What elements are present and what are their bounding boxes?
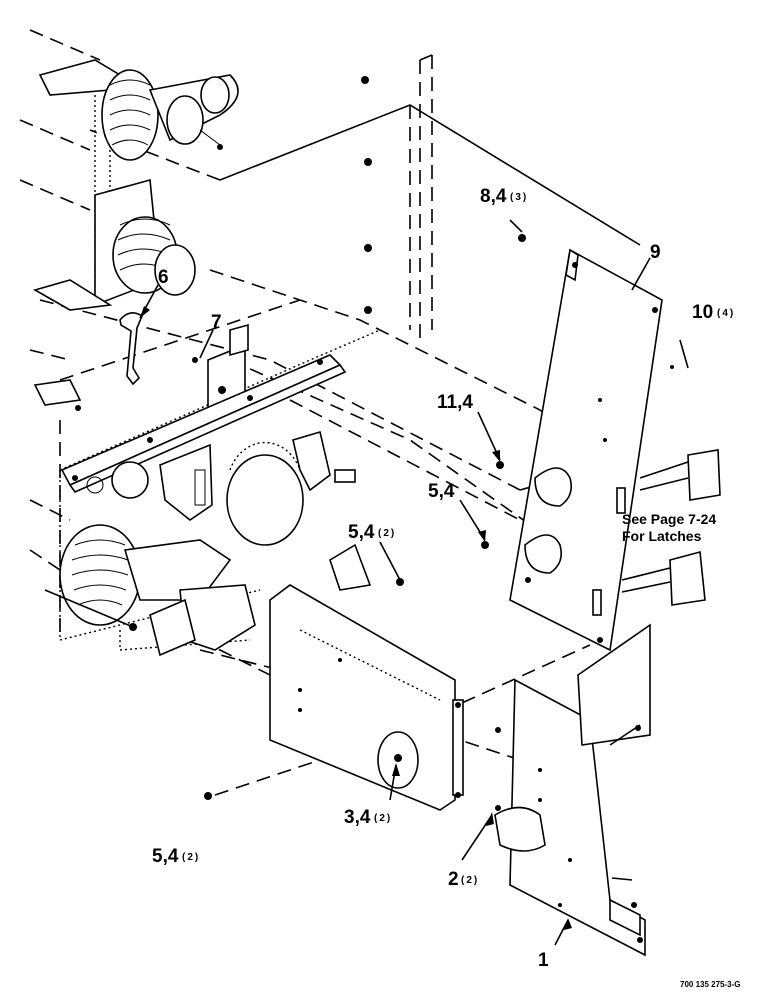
- callout-9: 9: [650, 242, 661, 263]
- frame-outline: [19, 29, 641, 796]
- callout-8-4: 8,4: [480, 186, 507, 207]
- part-9-panel: [396, 234, 689, 652]
- part-1-panel: [494, 623, 651, 957]
- callout-2-qty: (2): [461, 875, 479, 886]
- upper-drive-assembly: [38, 59, 372, 314]
- gear-housing: [44, 430, 372, 657]
- latches-note: See Page 7-24 For Latches: [622, 511, 716, 544]
- part-6-lever: [119, 284, 159, 386]
- callout-2: 2: [448, 869, 459, 890]
- callout-8-4-qty: (3): [510, 192, 528, 203]
- callout-5-4-b: 5,4: [348, 522, 375, 543]
- callout-3-4: 3,4: [344, 807, 371, 828]
- callout-3-4-qty: (2): [374, 813, 392, 824]
- callout-10: 10: [692, 302, 713, 323]
- lower-guard: [269, 584, 464, 811]
- drawing-number: 700 135 275-3-G: [680, 980, 741, 989]
- callout-5-4-a: 5,4: [428, 481, 455, 502]
- note-line-2: For Latches: [622, 528, 702, 544]
- latches: [621, 449, 721, 606]
- middle-drive-assembly: [32, 178, 196, 411]
- callout-1: 1: [538, 950, 549, 971]
- callout-5-4-b-qty: (2): [378, 528, 396, 539]
- callout-10-qty: (4): [717, 308, 735, 319]
- callout-labels: 8,4 (3) 9 10 (4) 6 7 11,4 5,4 5,4 (2) 5,…: [152, 186, 735, 971]
- callout-11-4: 11,4: [437, 392, 473, 413]
- callout-5-4-c: 5,4: [152, 846, 179, 867]
- note-line-1: See Page 7-24: [622, 511, 716, 527]
- callout-6: 6: [158, 267, 169, 288]
- callout-7: 7: [211, 312, 222, 333]
- rail: [60, 354, 347, 493]
- callout-5-4-c-qty: (2): [182, 852, 200, 863]
- leader-lines: [204, 219, 651, 946]
